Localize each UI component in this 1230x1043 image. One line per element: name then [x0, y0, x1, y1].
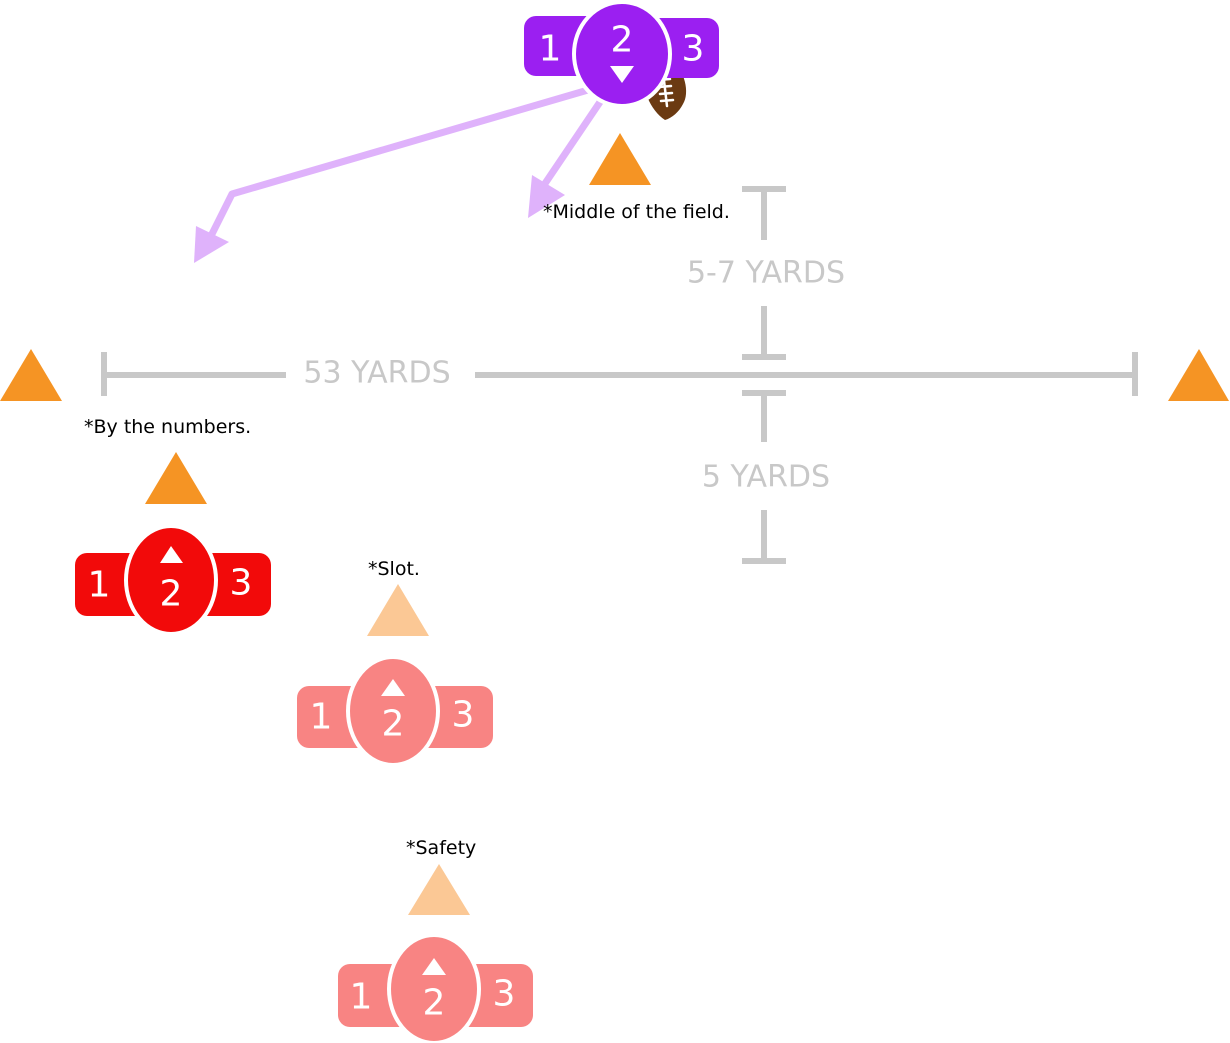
receiver-safety-player: 1 2 3 [338, 933, 533, 1043]
route-arrowhead-middle [528, 175, 565, 218]
note-middle-of-field: *Middle of the field. [543, 201, 730, 223]
cone-numbers [145, 452, 207, 504]
cone-right-sideline [1168, 349, 1229, 401]
cone-middle [589, 133, 651, 185]
field-width-label: 53 YARDS [303, 356, 450, 391]
depth-lower-label: 5 YARDS [702, 460, 830, 495]
receiver-slot-center-number: 2 [382, 704, 405, 745]
route-arrowhead-deep-left [194, 226, 229, 263]
route-arrows [194, 86, 604, 263]
receiver-primary-left-number: 1 [88, 565, 111, 606]
receiver-primary-direction-icon [160, 546, 183, 563]
route-arrow-deep-left [208, 86, 592, 238]
receiver-primary-circle [124, 524, 218, 636]
cone-left-sideline [0, 349, 62, 401]
receiver-safety-left-number: 1 [350, 977, 373, 1018]
quarterback-player: 1 2 3 [524, 0, 719, 108]
quarterback-direction-icon [610, 66, 634, 83]
receiver-safety-direction-icon [422, 958, 446, 975]
quarterback-left-number: 1 [539, 29, 562, 70]
quarterback-center-number: 2 [611, 20, 634, 61]
depth-upper-label: 5-7 YARDS [687, 256, 845, 291]
cone-slot [367, 584, 429, 636]
receiver-slot-circle [346, 655, 440, 767]
note-by-the-numbers: *By the numbers. [84, 416, 251, 438]
cone-safety [408, 864, 470, 915]
receiver-safety-right-number: 3 [493, 974, 516, 1015]
receiver-slot-player: 1 2 3 [297, 655, 493, 767]
cones [0, 133, 1229, 915]
measurement-lines [101, 186, 1138, 564]
receiver-safety-circle [387, 933, 481, 1043]
quarterback-right-number: 3 [682, 29, 705, 70]
receiver-primary-center-number: 2 [160, 574, 183, 615]
receiver-slot-left-number: 1 [310, 697, 333, 738]
receiver-safety-center-number: 2 [423, 983, 446, 1024]
note-safety: *Safety [406, 837, 476, 859]
note-slot: *Slot. [368, 558, 420, 580]
receiver-primary-player: 1 2 3 [75, 524, 271, 636]
receiver-slot-direction-icon [381, 679, 405, 696]
receiver-primary-right-number: 3 [230, 563, 253, 604]
quarterback-circle [572, 0, 672, 108]
receiver-slot-right-number: 3 [452, 695, 475, 736]
route-arrow-middle [538, 98, 604, 192]
